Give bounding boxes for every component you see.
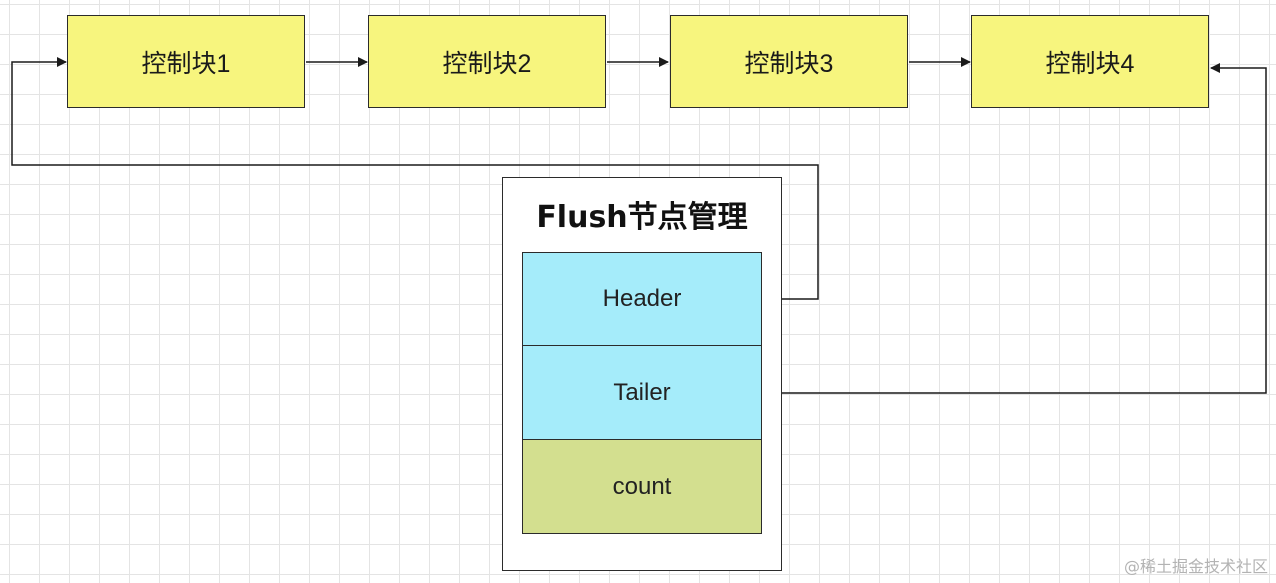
tailer-field: Tailer [522,346,762,440]
control-block-2: 控制块2 [368,15,606,108]
control-block-3: 控制块3 [670,15,908,108]
arrow-header-to-block1 [11,57,819,300]
control-block-4: 控制块4 [971,15,1209,108]
count-field: count [522,440,762,534]
control-block-1: 控制块1 [67,15,305,108]
watermark: @稀土掘金技术社区 [1123,557,1268,576]
flush-manager-panel: Flush节点管理 Header Tailer count [502,177,782,571]
header-field: Header [522,252,762,346]
flush-manager-title: Flush节点管理 [536,200,748,235]
arrow-tailer-to-block4 [762,63,1267,394]
